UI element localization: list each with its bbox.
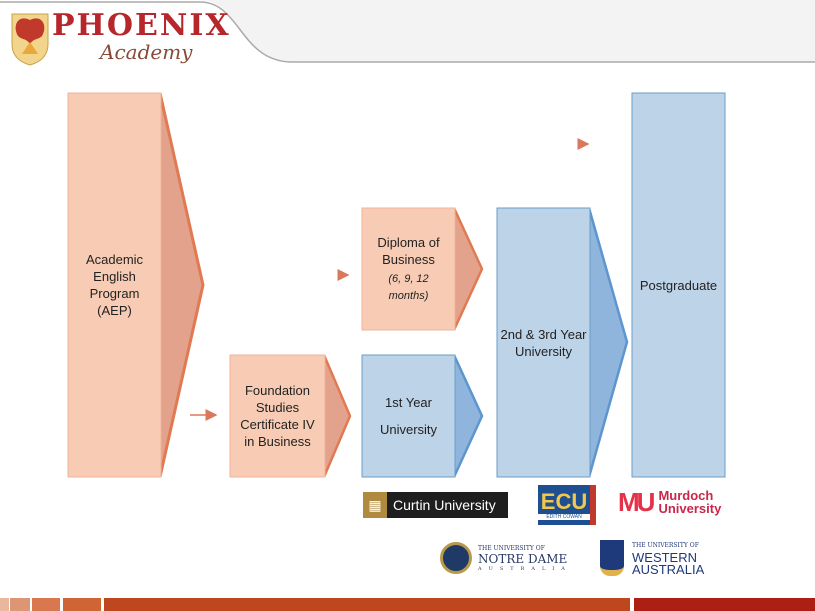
foundation-line: Foundation xyxy=(244,383,311,398)
diploma-duration: (6, 9, 12 months) xyxy=(388,272,429,302)
footer-bar-segment xyxy=(10,598,30,611)
postgraduate-label: Postgraduate xyxy=(632,93,725,477)
aep-line: English xyxy=(93,269,136,284)
second-third-year-text: 2nd & 3rd Year University xyxy=(500,326,587,359)
aep-label: Academic English Program (AEP) xyxy=(68,93,161,477)
notre-dame-line: NOTRE DAME xyxy=(478,551,568,566)
first-year-label: 1st Year University xyxy=(362,355,455,477)
ecu-sub: EDITH COWAN xyxy=(538,514,590,520)
diploma-line: Diploma of xyxy=(377,234,440,250)
curtin-logo: ▦ Curtin University xyxy=(363,492,508,518)
footer-bar-segment xyxy=(0,598,9,611)
diploma-line: Business xyxy=(382,251,435,267)
notre-dame-seal-icon xyxy=(440,542,472,574)
foundation-line: Studies xyxy=(255,400,300,415)
uwa-line: WESTERN xyxy=(632,550,697,565)
phoenix-crest-icon xyxy=(11,13,49,66)
curtin-crest-icon: ▦ xyxy=(363,492,387,518)
brand-title: PHOENIX xyxy=(52,8,231,43)
notre-dame-logo: THE UNIVERSITY OF NOTRE DAME AUSTRALIA xyxy=(440,540,572,576)
ecu-logo: ECU EDITH COWAN xyxy=(538,485,596,525)
first-year-line: University xyxy=(379,422,438,437)
foundation-line: in Business xyxy=(244,434,311,449)
murdoch-logo: MU Murdoch University xyxy=(618,487,721,517)
diploma-label: Diploma of Business (6, 9, 12 months) xyxy=(362,208,455,330)
foundation-line: Certificate IV xyxy=(240,417,315,432)
curtin-name: Curtin University xyxy=(393,497,496,513)
aep-box xyxy=(67,92,205,478)
first-year-line: 1st Year xyxy=(385,395,432,410)
notre-dame-line: AUSTRALIA xyxy=(478,565,572,572)
foundation-label: Foundation Studies Certificate IV in Bus… xyxy=(230,355,325,477)
aep-line: (AEP) xyxy=(97,303,132,318)
brand-subtitle: Academy xyxy=(100,40,193,64)
uwa-crest-icon xyxy=(600,540,624,576)
notre-dame-line: THE UNIVERSITY OF xyxy=(478,544,545,552)
aep-line: Academic xyxy=(85,252,144,267)
murdoch-name: Murdoch xyxy=(658,488,714,503)
ecu-mark: ECU xyxy=(540,489,588,514)
uwa-line: AUSTRALIA xyxy=(632,562,705,577)
footer-bar-segment xyxy=(32,598,60,611)
uwa-logo: THE UNIVERSITY OF WESTERN AUSTRALIA xyxy=(600,540,704,576)
postgraduate-text: Postgraduate xyxy=(639,277,718,293)
footer-bar-segment xyxy=(63,598,101,611)
murdoch-name: University xyxy=(658,501,722,516)
murdoch-mark: MU xyxy=(618,486,655,517)
aep-line: Program xyxy=(89,286,140,301)
second-third-year-label: 2nd & 3rd Year University xyxy=(497,208,590,477)
uwa-line: THE UNIVERSITY OF xyxy=(632,542,699,549)
header-swoosh xyxy=(0,0,815,63)
footer-bar-segment xyxy=(104,598,630,611)
footer-bar-segment xyxy=(634,598,815,611)
